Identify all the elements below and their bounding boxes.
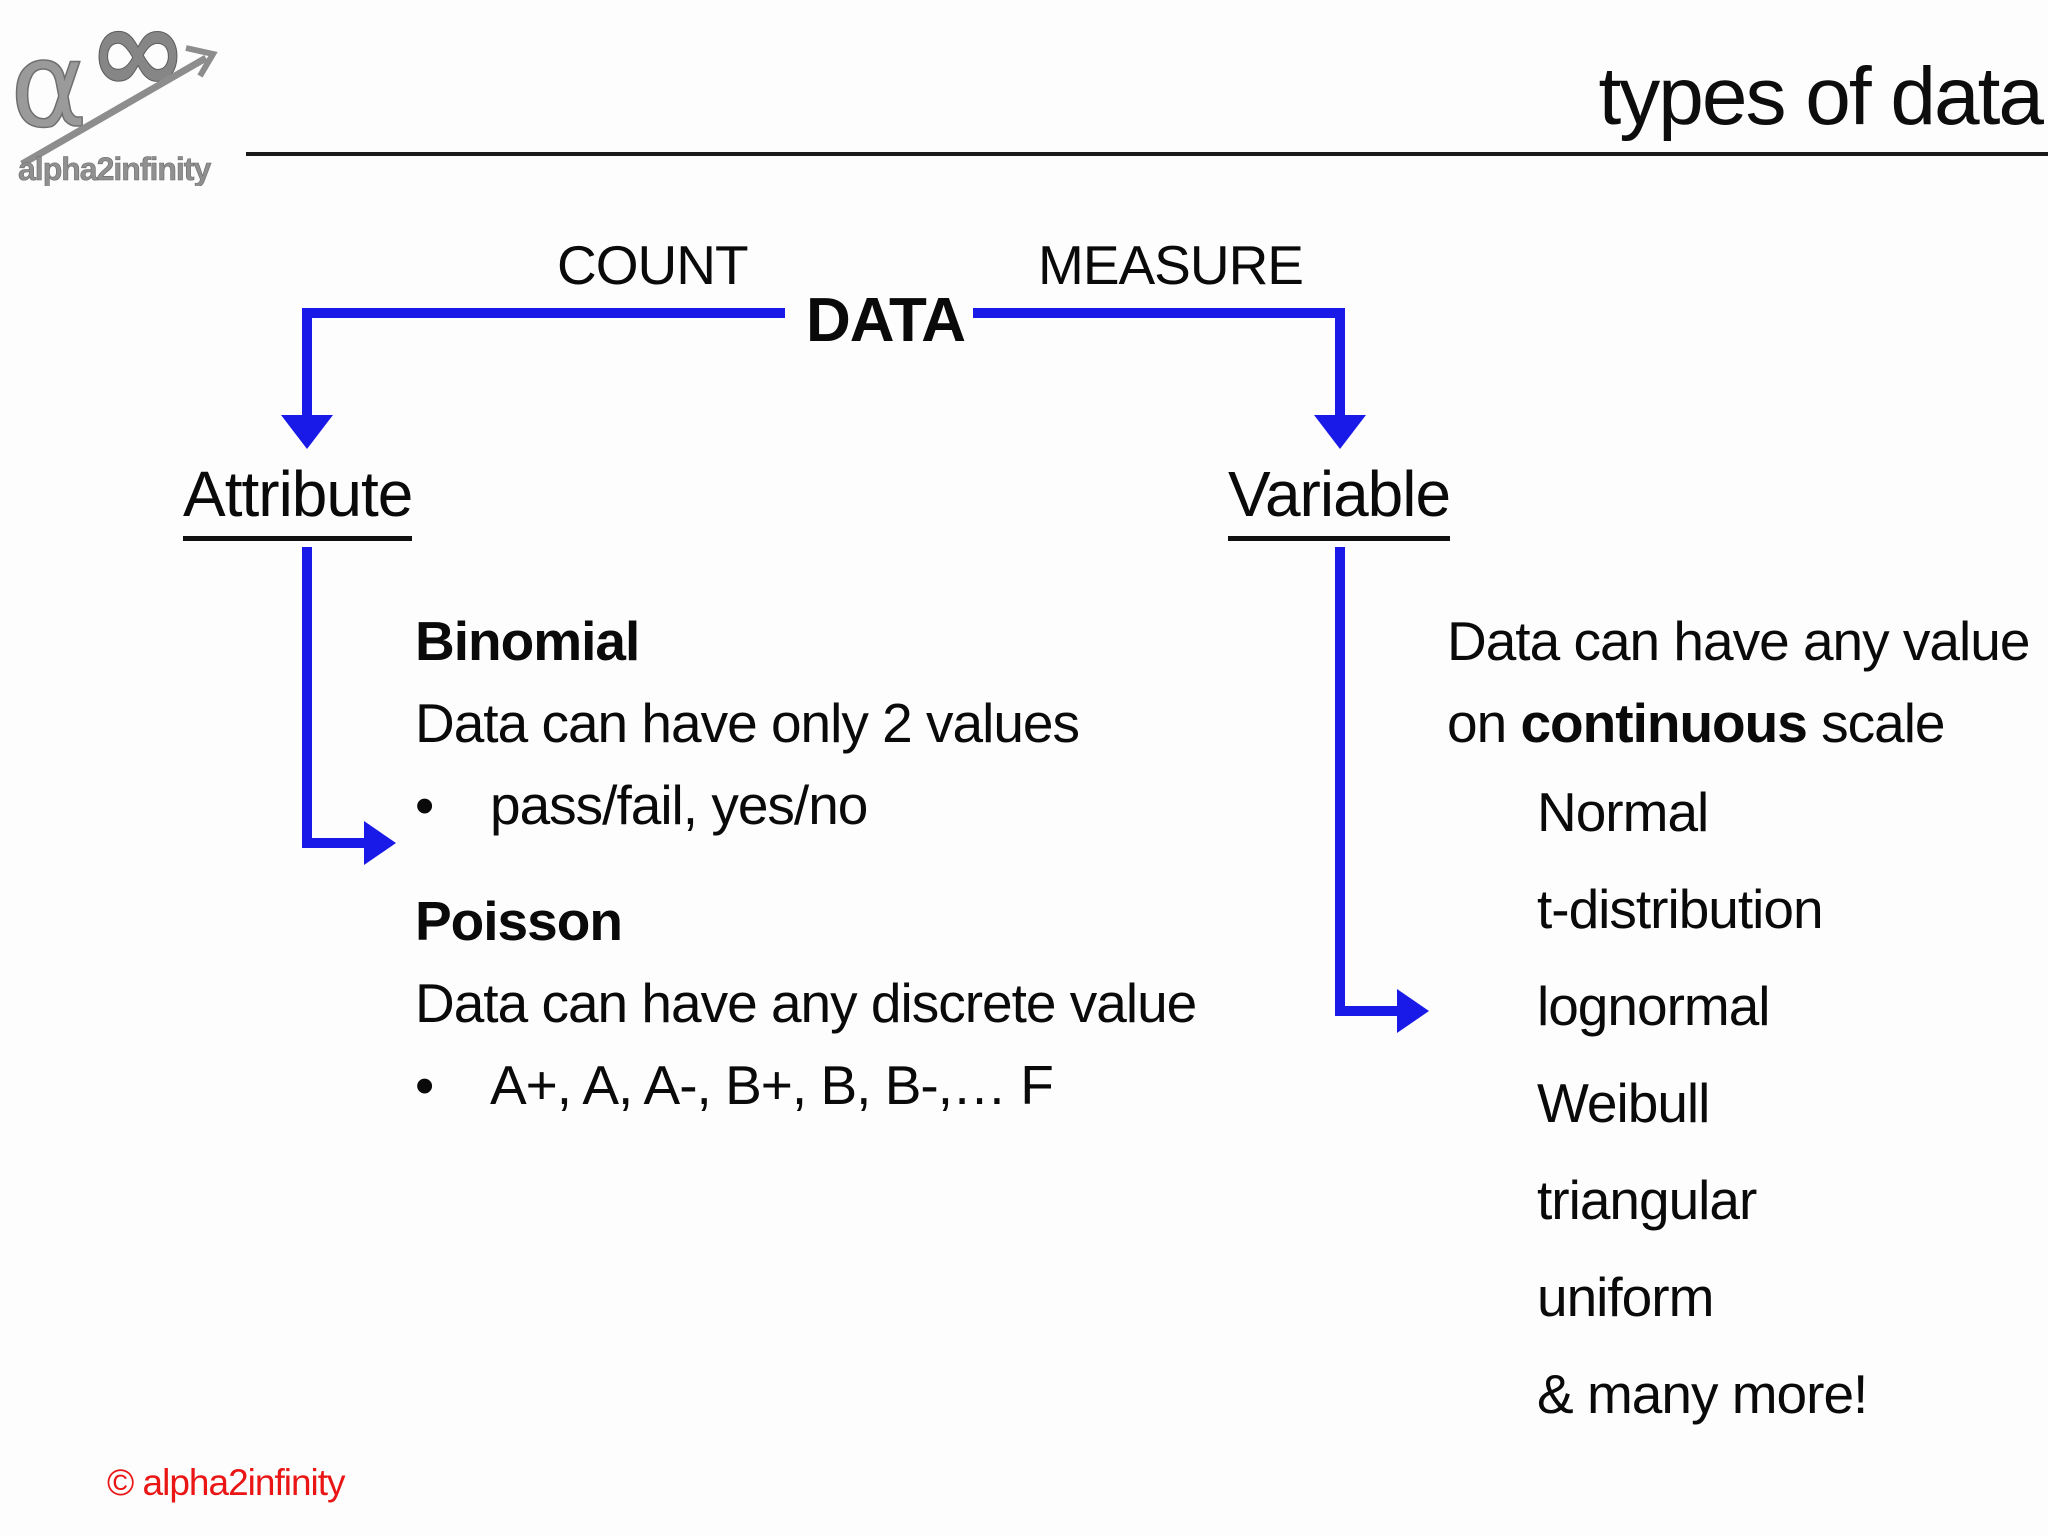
attribute-panel: Binomial Data can have only 2 values • pa… bbox=[415, 600, 1197, 1126]
list-item: triangular bbox=[1537, 1169, 1757, 1231]
attribute-node-heading: Attribute bbox=[183, 458, 413, 541]
variable-branch-line bbox=[1335, 308, 1345, 418]
attribute-elbow-horizontal-line bbox=[302, 838, 364, 848]
variable-intro-line1: Data can have any value bbox=[1447, 610, 2030, 672]
poisson-description: Data can have any discrete value bbox=[415, 972, 1197, 1034]
growth-arrow-icon bbox=[20, 45, 218, 168]
variable-elbow-arrowhead-icon bbox=[1397, 989, 1429, 1033]
page-title: types of data bbox=[1598, 51, 2044, 142]
intro-prefix: on bbox=[1447, 692, 1521, 754]
variable-node-heading: Variable bbox=[1228, 458, 1451, 541]
attribute-arrowhead-icon bbox=[281, 415, 333, 449]
binomial-bullet-line: • pass/fail, yes/no bbox=[415, 764, 1196, 846]
poisson-bullet-line: • A+, A, A-, B+, B, B-,… F bbox=[415, 1044, 1196, 1126]
list-item: uniform bbox=[1537, 1266, 1714, 1328]
measure-branch-line bbox=[973, 308, 1345, 318]
binomial-description: Data can have only 2 values bbox=[415, 692, 1080, 754]
variable-intro-line2: on continuous scale bbox=[1447, 682, 2029, 764]
binomial-heading: Binomial bbox=[415, 610, 640, 672]
alpha-icon: α bbox=[10, 16, 88, 154]
variable-panel: Data can have any value on continuous sc… bbox=[1447, 600, 2030, 1443]
list-item: lognormal bbox=[1537, 975, 1771, 1037]
attribute-branch-line bbox=[302, 308, 312, 418]
poisson-section: Poisson Data can have any discrete value… bbox=[415, 880, 1197, 1126]
variable-elbow-vertical-line bbox=[1335, 547, 1345, 1016]
continuous-emphasis: continuous bbox=[1520, 692, 1807, 754]
count-branch-label: COUNT bbox=[557, 234, 749, 296]
logo-wordmark: alpha2infinity bbox=[18, 151, 211, 186]
list-item: Weibull bbox=[1537, 1072, 1710, 1134]
attribute-elbow-arrowhead-icon bbox=[364, 821, 396, 865]
poisson-bullet-text: A+, A, A-, B+, B, B-,… F bbox=[490, 1054, 1054, 1116]
list-item: t-distribution bbox=[1537, 878, 1824, 940]
list-item: & many more! bbox=[1537, 1363, 1868, 1425]
distribution-list: Normal t-distribution lognormal Weibull … bbox=[1447, 764, 2029, 1443]
variable-elbow-horizontal-line bbox=[1335, 1006, 1397, 1016]
bullet-icon: • bbox=[415, 1054, 434, 1116]
measure-branch-label: MEASURE bbox=[1038, 234, 1304, 296]
binomial-section: Binomial Data can have only 2 values • pa… bbox=[415, 600, 1196, 846]
binomial-bullet-text: pass/fail, yes/no bbox=[490, 774, 868, 836]
bullet-icon: • bbox=[415, 774, 434, 836]
poisson-heading: Poisson bbox=[415, 890, 623, 952]
attribute-node-label: Attribute bbox=[183, 458, 413, 541]
intro-suffix: scale bbox=[1806, 692, 1945, 754]
variable-arrowhead-icon bbox=[1314, 415, 1366, 449]
header-divider bbox=[246, 152, 2048, 156]
company-logo: α ∞ alpha2infinity bbox=[9, 4, 218, 186]
attribute-elbow-vertical-line bbox=[302, 547, 312, 848]
copyright-notice: © alpha2infinity bbox=[107, 1462, 346, 1503]
infinity-icon: ∞ bbox=[88, 4, 188, 121]
list-item: Normal bbox=[1537, 781, 1709, 843]
count-branch-line bbox=[302, 308, 785, 318]
variable-node-label: Variable bbox=[1228, 458, 1451, 541]
data-root-label: DATA bbox=[806, 286, 966, 355]
